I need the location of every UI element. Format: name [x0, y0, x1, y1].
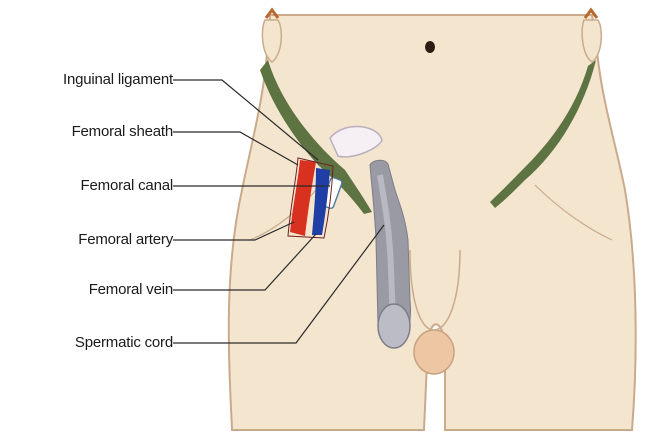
label-spermatic-cord: Spermatic cord	[75, 334, 173, 351]
label-femoral-sheath: Femoral sheath	[72, 123, 173, 140]
label-femoral-artery: Femoral artery	[78, 231, 173, 248]
label-inguinal-ligament: Inguinal ligament	[63, 71, 173, 88]
label-femoral-vein: Femoral vein	[89, 281, 173, 298]
testis-left-shape	[378, 304, 410, 348]
navel	[425, 41, 435, 53]
testis-right-shape	[414, 330, 454, 374]
label-femoral-canal: Femoral canal	[81, 177, 173, 194]
